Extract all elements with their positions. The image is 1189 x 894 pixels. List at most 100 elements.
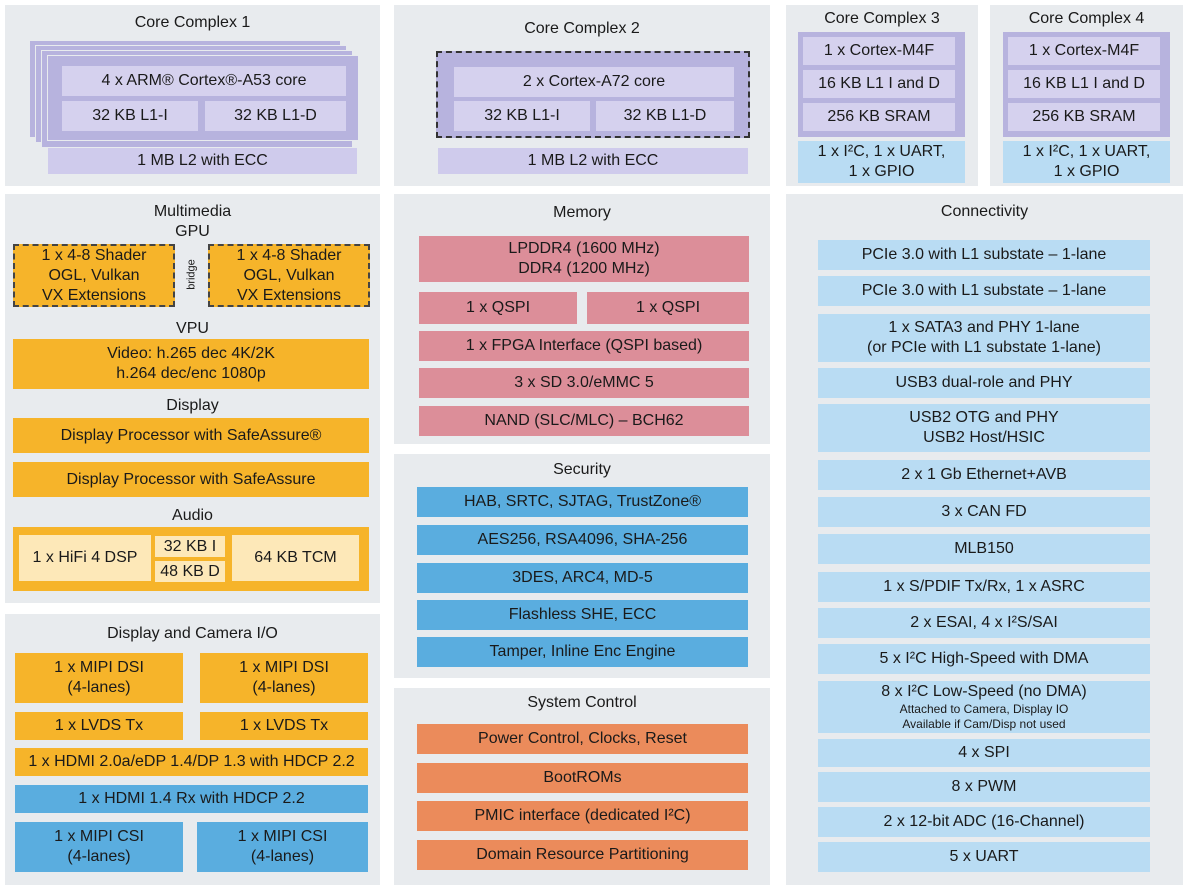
display-camera-io-title: Display and Camera I/O bbox=[107, 625, 278, 642]
conn-pcie-2: PCIe 3.0 with L1 substate – 1-lane bbox=[818, 276, 1150, 306]
core2-l1d: 32 KB L1-D bbox=[596, 101, 734, 131]
core2-l1i: 32 KB L1-I bbox=[454, 101, 590, 131]
core-complex-4-title: Core Complex 4 bbox=[1028, 10, 1145, 27]
core4-cpu: 1 x Cortex-M4F bbox=[1008, 37, 1160, 65]
vpu-line1: Video: h.265 dec 4K/2K bbox=[107, 345, 275, 362]
conn-can: 3 x CAN FD bbox=[818, 497, 1150, 527]
core1-cpu: 4 x ARM® Cortex®-A53 core bbox=[62, 66, 346, 96]
system-item: Power Control, Clocks, Reset bbox=[417, 724, 748, 754]
security-item: HAB, SRTC, SJTAG, TrustZone® bbox=[417, 487, 748, 517]
mipi-dsi-left-line1: 1 x MIPI DSI bbox=[54, 659, 144, 676]
gpu-left-line3: VX Extensions bbox=[41, 286, 147, 304]
security-item: Tamper, Inline Enc Engine bbox=[417, 637, 748, 667]
conn-pcie-1: PCIe 3.0 with L1 substate – 1-lane bbox=[818, 240, 1150, 270]
hdmi-tx: 1 x HDMI 2.0a/eDP 1.4/DP 1.3 with HDCP 2… bbox=[15, 748, 368, 776]
gpu-bridge-label: bridge bbox=[185, 259, 198, 290]
vpu-title: VPU bbox=[176, 320, 209, 337]
fpga-interface: 1 x FPGA Interface (QSPI based) bbox=[419, 331, 749, 361]
multimedia-panel: Multimedia GPU 1 x 4-8 Shader OGL, Vulka… bbox=[5, 194, 380, 603]
audio-dsp: 1 x HiFi 4 DSP bbox=[19, 535, 151, 581]
mipi-dsi-right: 1 x MIPI DSI (4-lanes) bbox=[200, 653, 368, 703]
system-item: BootROMs bbox=[417, 763, 748, 793]
system-control-panel: System Control Power Control, Clocks, Re… bbox=[394, 688, 770, 885]
nand: NAND (SLC/MLC) – BCH62 bbox=[419, 406, 749, 436]
conn-i2c-ls-line1: 8 x I²C Low-Speed (no DMA) bbox=[881, 683, 1087, 700]
security-panel: Security HAB, SRTC, SJTAG, TrustZone® AE… bbox=[394, 454, 770, 678]
conn-usb2-line2: USB2 Host/HSIC bbox=[923, 429, 1045, 446]
conn-adc: 2 x 12-bit ADC (16-Channel) bbox=[818, 807, 1150, 837]
system-item: Domain Resource Partitioning bbox=[417, 840, 748, 870]
core4-io-line2: 1 x GPIO bbox=[1053, 163, 1120, 180]
mipi-dsi-right-line1: 1 x MIPI DSI bbox=[239, 659, 329, 676]
core2-l2: 1 MB L2 with ECC bbox=[438, 148, 748, 174]
display-processor-1: Display Processor with SafeAssure® bbox=[13, 418, 369, 453]
gpu-right-line2: OGL, Vulkan bbox=[243, 266, 335, 284]
core1-l1d: 32 KB L1-D bbox=[205, 101, 346, 131]
core3-l1: 16 KB L1 I and D bbox=[803, 70, 955, 98]
security-item: AES256, RSA4096, SHA-256 bbox=[417, 525, 748, 555]
conn-spi: 4 x SPI bbox=[818, 739, 1150, 767]
conn-sata-line2: (or PCIe with L1 substate 1-lane) bbox=[867, 339, 1101, 356]
qspi-left: 1 x QSPI bbox=[419, 292, 577, 324]
mipi-csi-left-line1: 1 x MIPI CSI bbox=[54, 828, 144, 845]
conn-i2c-ls-note1: Attached to Camera, Display IO bbox=[899, 702, 1069, 716]
mipi-dsi-left-line2: (4-lanes) bbox=[67, 679, 131, 696]
sd-emmc: 3 x SD 3.0/eMMC 5 bbox=[419, 368, 749, 398]
conn-sata-line1: 1 x SATA3 and PHY 1-lane bbox=[888, 319, 1080, 336]
conn-mlb: MLB150 bbox=[818, 534, 1150, 564]
display-processor-2: Display Processor with SafeAssure bbox=[13, 462, 369, 497]
core1-l1i: 32 KB L1-I bbox=[62, 101, 198, 131]
audio-title: Audio bbox=[172, 507, 213, 524]
core3-cpu: 1 x Cortex-M4F bbox=[803, 37, 955, 65]
core4-io-line1: 1 x I²C, 1 x UART, bbox=[1022, 143, 1151, 160]
core-complex-2-panel: Core Complex 2 2 x Cortex-A72 core 32 KB… bbox=[394, 5, 770, 186]
core4-sram: 256 KB SRAM bbox=[1008, 103, 1160, 131]
conn-i2c-hs: 5 x I²C High-Speed with DMA bbox=[818, 644, 1150, 674]
core-complex-4-panel: Core Complex 4 1 x Cortex-M4F 16 KB L1 I… bbox=[990, 5, 1183, 186]
qspi-right: 1 x QSPI bbox=[587, 292, 749, 324]
system-control-title: System Control bbox=[527, 694, 637, 711]
audio-icache: 32 KB I bbox=[155, 536, 225, 557]
multimedia-title: Multimedia bbox=[153, 203, 232, 220]
vpu-box: Video: h.265 dec 4K/2K h.264 dec/enc 108… bbox=[13, 339, 369, 389]
core-complex-3-title: Core Complex 3 bbox=[824, 10, 940, 27]
gpu-right-line1: 1 x 4-8 Shader bbox=[236, 246, 342, 264]
vpu-line2: h.264 dec/enc 1080p bbox=[116, 365, 266, 382]
mipi-dsi-right-line2: (4-lanes) bbox=[252, 679, 316, 696]
core-complex-1-panel: Core Complex 1 4 x ARM® Cortex®-A53 core… bbox=[5, 5, 380, 186]
memory-panel: Memory LPDDR4 (1600 MHz) DDR4 (1200 MHz)… bbox=[394, 194, 770, 444]
mipi-csi-right: 1 x MIPI CSI (4-lanes) bbox=[197, 822, 368, 872]
security-title: Security bbox=[553, 461, 611, 478]
core1-l2: 1 MB L2 with ECC bbox=[48, 148, 357, 174]
conn-i2c-ls: 8 x I²C Low-Speed (no DMA) Attached to C… bbox=[818, 681, 1150, 733]
conn-usb2: USB2 OTG and PHY USB2 Host/HSIC bbox=[818, 404, 1150, 452]
audio-tcm: 64 KB TCM bbox=[232, 535, 359, 581]
mipi-csi-right-line1: 1 x MIPI CSI bbox=[237, 828, 328, 845]
conn-i2c-ls-note2: Available if Cam/Disp not used bbox=[902, 717, 1066, 731]
connectivity-title: Connectivity bbox=[940, 203, 1029, 220]
core-complex-1-title: Core Complex 1 bbox=[134, 14, 251, 31]
core3-sram: 256 KB SRAM bbox=[803, 103, 955, 131]
conn-uart: 5 x UART bbox=[818, 842, 1150, 872]
conn-usb3: USB3 dual-role and PHY bbox=[818, 368, 1150, 398]
conn-pwm: 8 x PWM bbox=[818, 772, 1150, 802]
core3-io-line2: 1 x GPIO bbox=[848, 163, 915, 180]
mipi-dsi-left: 1 x MIPI DSI (4-lanes) bbox=[15, 653, 183, 703]
core-complex-3-panel: Core Complex 3 1 x Cortex-M4F 16 KB L1 I… bbox=[786, 5, 978, 186]
connectivity-panel: Connectivity PCIe 3.0 with L1 substate –… bbox=[786, 194, 1183, 885]
core3-io: 1 x I²C, 1 x UART, 1 x GPIO bbox=[798, 141, 965, 183]
conn-sata: 1 x SATA3 and PHY 1-lane (or PCIe with L… bbox=[818, 314, 1150, 362]
lvds-right: 1 x LVDS Tx bbox=[200, 712, 368, 740]
security-item: 3DES, ARC4, MD-5 bbox=[417, 563, 748, 593]
gpu-title: GPU bbox=[175, 223, 210, 240]
mipi-csi-right-line2: (4-lanes) bbox=[250, 848, 315, 865]
memory-title: Memory bbox=[553, 204, 611, 221]
mipi-csi-left-line2: (4-lanes) bbox=[67, 848, 131, 865]
conn-esai: 2 x ESAI, 4 x I²S/SAI bbox=[818, 608, 1150, 638]
ddr-controller: LPDDR4 (1600 MHz) DDR4 (1200 MHz) bbox=[419, 236, 749, 282]
hdmi-rx: 1 x HDMI 1.4 Rx with HDCP 2.2 bbox=[15, 785, 368, 813]
gpu-right: 1 x 4-8 Shader OGL, Vulkan VX Extensions bbox=[208, 244, 370, 307]
lvds-left: 1 x LVDS Tx bbox=[15, 712, 183, 740]
conn-spdif: 1 x S/PDIF Tx/Rx, 1 x ASRC bbox=[818, 572, 1150, 602]
gpu-left-line1: 1 x 4-8 Shader bbox=[41, 246, 147, 264]
